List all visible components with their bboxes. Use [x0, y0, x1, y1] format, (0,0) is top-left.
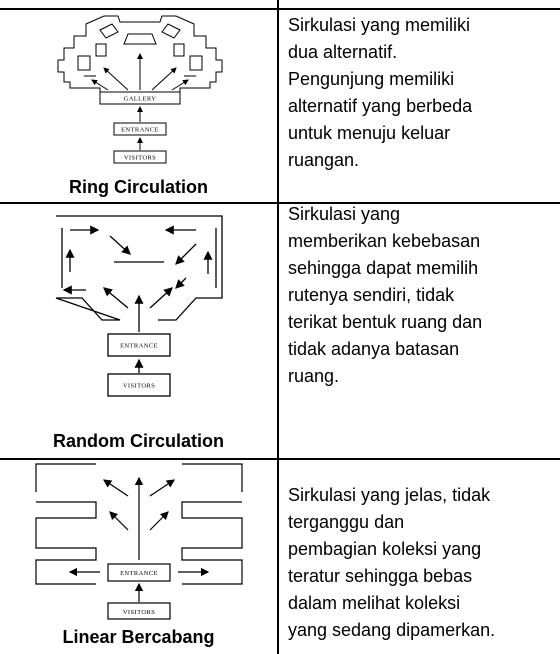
table-row-ring-circulation: GALLERY ENTRANCE VISITORS Ring Circulati…: [0, 10, 560, 202]
random-circulation-figure: ENTRANCE VISITORS: [55, 215, 223, 397]
description-line: pembagian koleksi yang: [288, 539, 482, 559]
table-row-random-circulation: ENTRANCE VISITORS Random Circulation Sir…: [0, 204, 560, 458]
ring-room-right-2: [173, 43, 185, 57]
ring-gallery-box: [99, 91, 181, 105]
description-line: untuk menuju keluar: [288, 123, 451, 143]
random-entrance-label: ENTRANCE: [120, 343, 158, 350]
description-line: terganggu dan: [288, 512, 405, 532]
ring-room-left-2: [95, 43, 107, 57]
ring-circulation-figure: GALLERY ENTRANCE VISITORS: [57, 15, 223, 164]
description-line: ruang.: [288, 366, 340, 386]
description-line: dalam melihat koleksi: [288, 593, 461, 613]
description-line: terikat bentuk ruang dan: [288, 312, 483, 332]
ring-circulation-diagram: GALLERY ENTRANCE VISITORS Ring Circulati…: [0, 10, 277, 202]
description-line: yang sedang dipamerkan.: [288, 620, 496, 640]
ring-circulation-description: Sirkulasi yang memiliki dua alternatif. …: [288, 12, 556, 174]
ring-visitors-box: [113, 150, 167, 164]
table-row-linear-bercabang: ENTRANCE VISITORS Linear Bercabang Sirku…: [0, 460, 560, 654]
description-line: tidak adanya batasan: [288, 339, 460, 359]
linear-entrance-box: [107, 563, 171, 582]
linear-bercabang-caption: Linear Bercabang: [62, 627, 215, 647]
ring-entrance-box: [113, 122, 167, 136]
ring-room-right-1: [189, 55, 203, 71]
description-line: Sirkulasi yang jelas, tidak: [288, 485, 491, 505]
random-room-outline: [55, 215, 223, 321]
random-circulation-diagram: ENTRANCE VISITORS Random Circulation: [0, 204, 277, 458]
linear-bercabang-figure: ENTRANCE VISITORS: [35, 463, 243, 620]
random-visitors-box: [107, 373, 171, 397]
linear-bercabang-description: Sirkulasi yang jelas, tidak terganggu da…: [288, 482, 556, 644]
random-circulation-description: Sirkulasi yang memberikan kebebasan sehi…: [288, 201, 556, 390]
linear-left-walls: [35, 463, 97, 585]
linear-bercabang-diagram: ENTRANCE VISITORS Linear Bercabang: [0, 460, 277, 654]
description-line: rutenya sendiri, tidak: [288, 285, 455, 305]
ring-circulation-caption: Ring Circulation: [69, 177, 208, 197]
random-entrance-box: [107, 333, 171, 357]
description-line: ruangan.: [288, 150, 360, 170]
ring-entrance-label: ENTRANCE: [121, 127, 159, 134]
ring-gallery-outline: [57, 15, 223, 97]
row-divider-1: [0, 202, 560, 204]
column-divider: [277, 0, 279, 654]
table-top-border: [0, 8, 560, 10]
description-line: teratur sehingga bebas: [288, 566, 473, 586]
ring-top-left-wing: [99, 23, 119, 39]
linear-entrance-label: ENTRANCE: [120, 570, 158, 577]
description-line: sehingga dapat memilih: [288, 258, 479, 278]
random-visitors-label: VISITORS: [123, 383, 155, 390]
description-line: memberikan kebebasan: [288, 231, 481, 251]
ring-top-right-wing: [161, 23, 181, 39]
description-line: Sirkulasi yang: [288, 204, 401, 224]
ring-room-left-1: [77, 55, 91, 71]
linear-visitors-box: [107, 602, 171, 620]
description-line: Sirkulasi yang memiliki: [288, 15, 471, 35]
ring-center-pentagon: [123, 33, 157, 45]
description-line: Pengunjung memiliki: [288, 69, 455, 89]
description-line: alternatif yang berbeda: [288, 96, 473, 116]
random-circulation-caption: Random Circulation: [52, 431, 224, 451]
linear-right-walls: [181, 463, 243, 585]
row-divider-2: [0, 458, 560, 460]
linear-visitors-label: VISITORS: [123, 609, 155, 616]
ring-visitors-label: VISITORS: [124, 155, 156, 162]
description-line: dua alternatif.: [288, 42, 398, 62]
ring-gallery-label: GALLERY: [124, 96, 157, 103]
